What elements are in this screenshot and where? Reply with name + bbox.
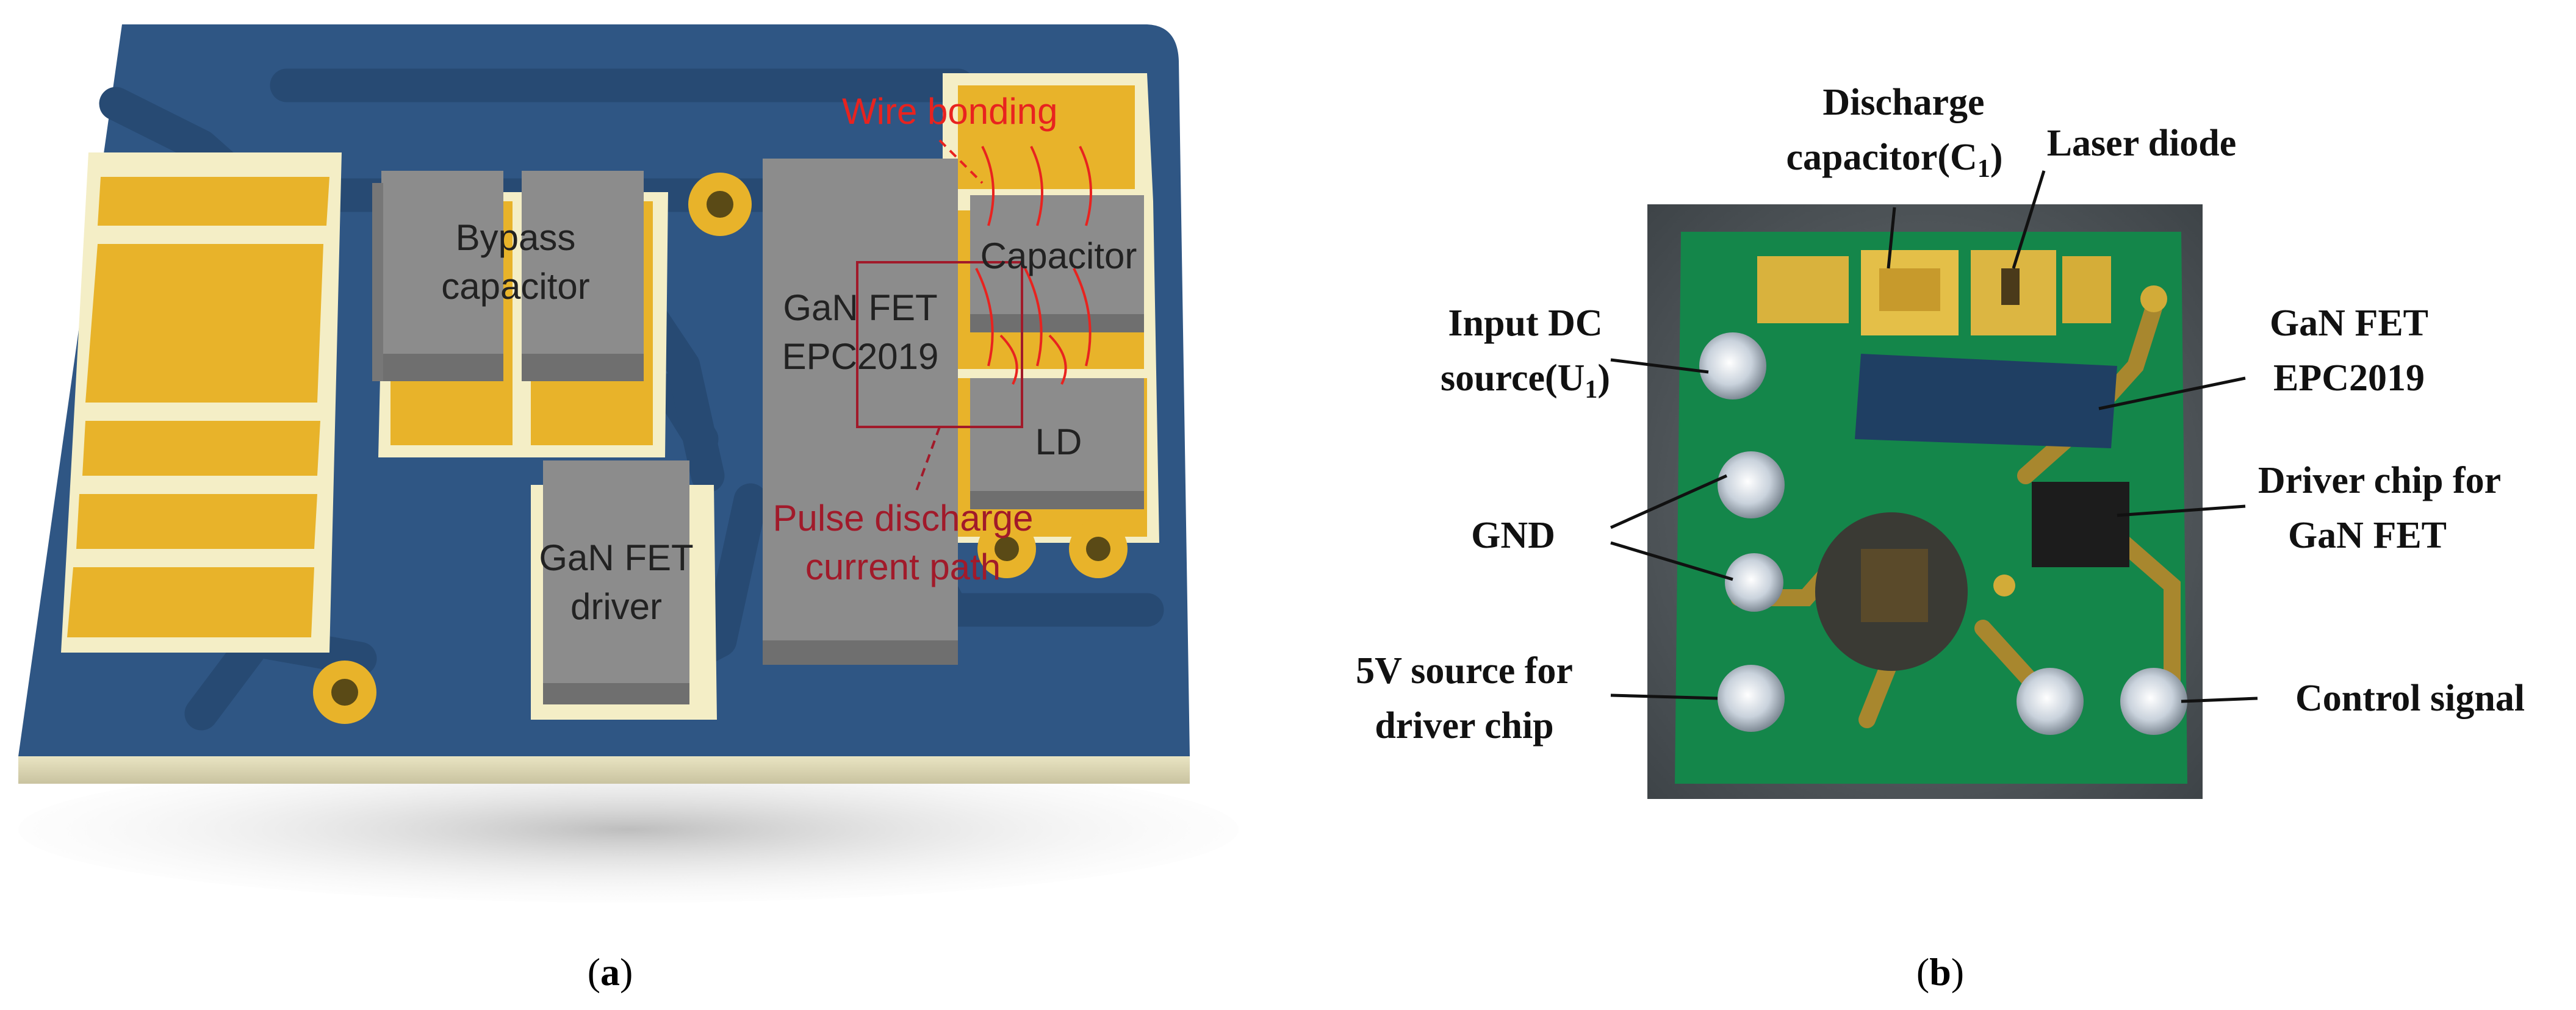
capacitor-label: Capacitor — [980, 235, 1137, 276]
gan-fet-b-label-2: EPC2019 — [2273, 357, 2425, 399]
5v-source-label-2: driver chip — [1375, 705, 1553, 747]
gan-fet-driver-label-2: driver — [570, 586, 662, 627]
board-edge — [18, 756, 1190, 784]
bypass-capacitor-right — [522, 171, 644, 381]
gan-fet-b-label-1: GaN FET — [2270, 303, 2428, 344]
input-dc-label-1: Input DC — [1448, 303, 1602, 344]
gan-fet-driver-label-1: GaN FET — [539, 537, 693, 578]
panel-b-caption: (b) — [1916, 950, 1964, 994]
capacitor-body — [970, 195, 1144, 332]
panel-a-render: Wire bonding Bypass capacitor GaN FET EP… — [18, 24, 1239, 994]
current-path-leader — [914, 426, 941, 495]
via-holes — [313, 173, 1128, 724]
discharge-capacitor-chip — [1879, 268, 1940, 311]
bypass-capacitor-label-1: Bypass — [456, 217, 576, 258]
panel-a-caption: (a) — [588, 950, 633, 994]
pulse-discharge-label-1: Pulse discharge — [773, 498, 1034, 539]
input-dc-label-2: source(U1) — [1441, 357, 1610, 404]
discharge-capacitor-label-2: capacitor(C1) — [1786, 137, 2003, 183]
ld-body — [970, 378, 1144, 509]
discharge-capacitor-label-1: Discharge — [1822, 82, 1984, 123]
laser-diode-label: Laser diode — [2047, 123, 2237, 164]
driver-body — [543, 460, 689, 704]
gan-fet-chip — [1855, 354, 2117, 448]
board-shadow — [18, 756, 1239, 903]
bypass-capacitor-left — [372, 171, 503, 381]
driver-chip-label-2: GaN FET — [2288, 515, 2447, 556]
control-signal-label: Control signal — [2295, 678, 2525, 719]
5v-source-label-1: 5V source for — [1356, 650, 1573, 692]
gan-fet-body — [763, 159, 958, 665]
panel-b-photo: Discharge capacitor(C1) Laser diode Inpu… — [1356, 82, 2525, 994]
wire-bonding-label: Wire bonding — [842, 91, 1058, 132]
laser-diode-chip — [2001, 268, 2020, 305]
leader-lines — [1610, 170, 2258, 703]
wire-bonding-leader — [938, 139, 984, 184]
gnd-label: GND — [1471, 515, 1555, 556]
center-die — [1861, 549, 1928, 622]
driver-chip-label-1: Driver chip for — [2258, 460, 2501, 501]
driver-chip — [2032, 482, 2129, 567]
wire-bond-arcs — [975, 146, 1092, 385]
bypass-capacitor-label-2: capacitor — [441, 266, 589, 307]
gan-fet-label-2: EPC2019 — [782, 336, 939, 377]
pulse-discharge-label-2: current path — [805, 546, 1001, 587]
solder-pads — [1699, 285, 2187, 735]
left-pads — [61, 152, 342, 653]
gan-fet-label-1: GaN FET — [783, 287, 937, 328]
ld-label: LD — [1035, 421, 1082, 462]
